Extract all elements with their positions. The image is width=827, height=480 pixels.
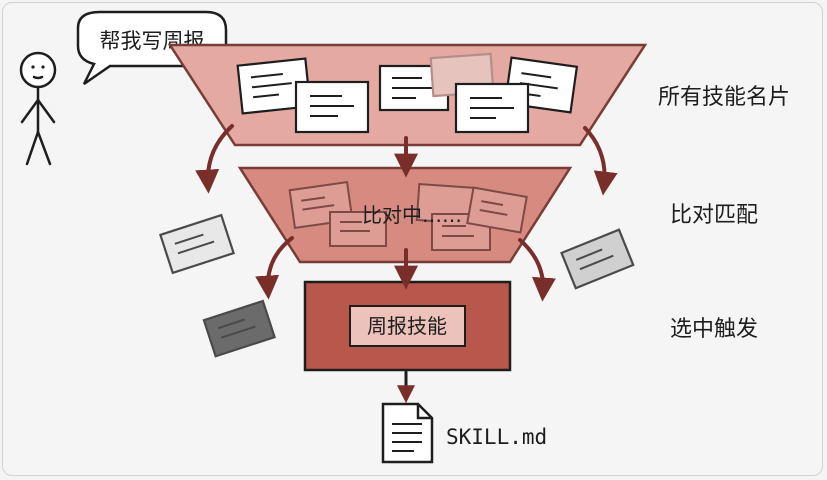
skill-card	[236, 57, 312, 115]
discarded-card-left-dark	[202, 299, 277, 358]
stage-label-all-cards: 所有技能名片	[658, 85, 790, 110]
matching-text: 比对中……	[362, 203, 462, 227]
arrow-discard-top-right	[583, 126, 618, 196]
arrow-discard-mid-left	[255, 236, 294, 300]
skill-card	[329, 211, 387, 247]
flow-arrows	[195, 124, 618, 404]
stick-figure-icon	[19, 51, 57, 166]
skill-card	[294, 80, 370, 134]
discarded-card-right-light	[560, 228, 635, 290]
selected-skill-label: 周报技能	[367, 314, 447, 338]
output-file-name: SKILL.md	[446, 425, 547, 449]
skill-card	[466, 186, 528, 234]
discarded-cards	[158, 213, 635, 358]
skill-cards-top	[236, 52, 579, 134]
document-icon	[381, 402, 434, 464]
stage-label-matching: 比对匹配	[670, 203, 758, 228]
stage-label-selected: 选中触发	[670, 317, 758, 342]
selected-skill-label-box	[349, 305, 466, 347]
skill-card	[454, 82, 530, 134]
skill-cards-middle	[288, 181, 528, 251]
arrow-discard-top-left	[195, 124, 234, 194]
discarded-card-left-light	[158, 213, 236, 275]
arrow-discard-mid-right	[518, 238, 556, 302]
